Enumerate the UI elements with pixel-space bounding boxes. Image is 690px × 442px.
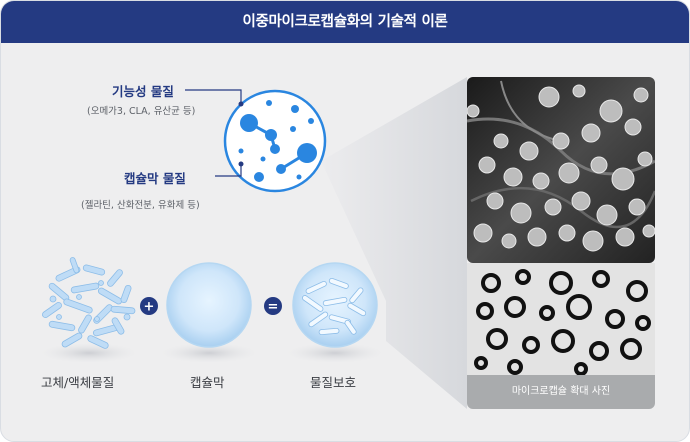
leader-line-functional [185,89,242,104]
capsule-membrane-label: 캡슐막 [190,375,225,390]
capsule-material-label: 캡슐막 물질 [124,171,186,186]
capsule-membrane [166,262,252,348]
equals-operator: = [264,297,282,315]
functional-material-examples: (오메가3, CLA, 유산균 등) [87,106,196,117]
functional-material-label: 기능성 물질 [112,84,174,99]
solid-liquid-material-label: 고체/액체물질 [41,375,115,390]
svg-text:=: = [268,300,279,315]
plus-operator: + [140,297,158,315]
protected-material [292,262,378,348]
molecule-capsule [223,89,327,193]
microcapsule-photo-sem [467,77,655,263]
capsule-material-examples: (젤라틴, 산화전분, 유화제 등) [81,200,200,211]
magnification-cone [321,77,467,409]
microcapsule-photo-optical [467,263,655,376]
svg-text:+: + [144,300,155,315]
material-protection-label: 물질보호 [310,375,357,390]
page-title: 이중마이크로캡슐화의 기술적 이론 [242,14,448,30]
leader-line-capsule [215,164,242,177]
title-bar: 이중마이크로캡슐화의 기술적 이론 [1,1,689,43]
photo-caption: 마이크로캡슐 확대 사진 [467,375,655,409]
photo-panel: 마이크로캡슐 확대 사진 [467,77,655,409]
particle-cluster [42,257,136,349]
